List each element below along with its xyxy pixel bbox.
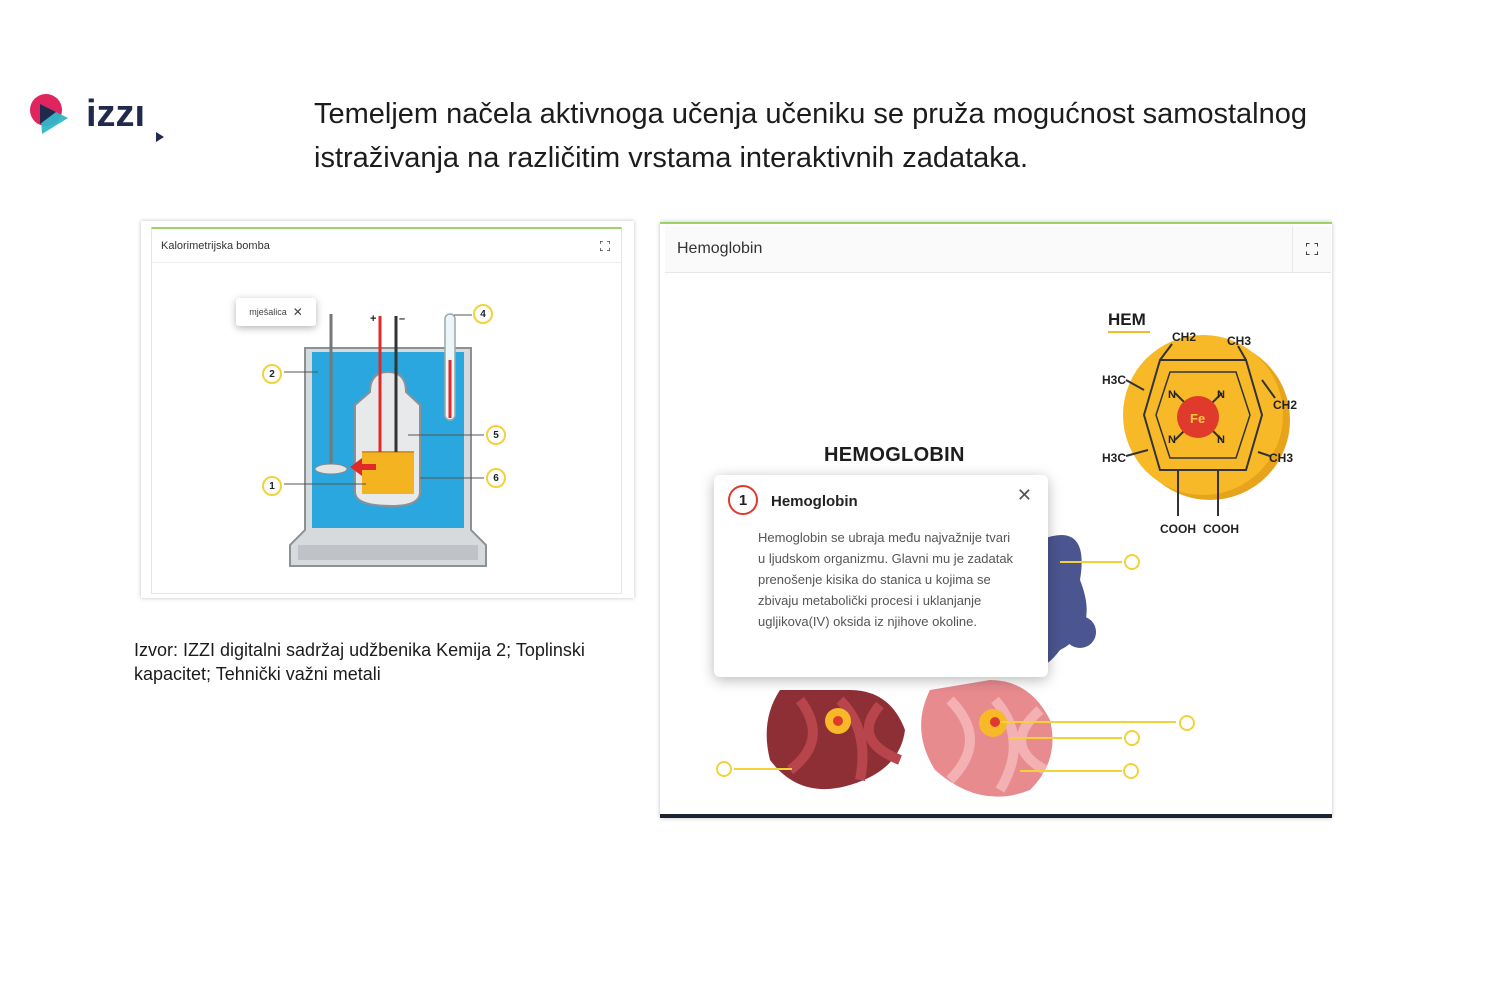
n-label: N bbox=[1217, 389, 1225, 401]
hotspot[interactable] bbox=[716, 761, 732, 777]
group-label: H3C bbox=[1102, 373, 1126, 387]
marker-6[interactable]: 6 bbox=[486, 468, 506, 488]
popup-number-badge: 1 bbox=[728, 485, 758, 515]
iron-label: Fe bbox=[1190, 411, 1205, 426]
popup-text: Hemoglobin se ubraja među najvažnije tva… bbox=[758, 530, 1014, 629]
marker-1[interactable]: 1 bbox=[262, 476, 282, 496]
heme-title: HEM bbox=[1108, 310, 1146, 329]
hotspot[interactable] bbox=[1124, 730, 1140, 746]
mixer-tooltip-label: mješalica bbox=[249, 307, 287, 317]
info-popup: 1 Hemoglobin ✕ Hemoglobin se ubraja među… bbox=[714, 475, 1048, 677]
headline: Temeljem načela aktivnoga učenja učeniku… bbox=[314, 98, 1308, 174]
n-label: N bbox=[1217, 434, 1225, 446]
mixer-tooltip[interactable]: mješalica ✕ bbox=[236, 298, 316, 326]
marker-4[interactable]: 4 bbox=[473, 304, 493, 324]
plus-sign: + bbox=[370, 313, 376, 325]
iron-center bbox=[1177, 396, 1219, 438]
hotspot[interactable] bbox=[1123, 763, 1139, 779]
group-label: CH3 bbox=[1227, 334, 1251, 348]
marker-2[interactable]: 2 bbox=[262, 364, 282, 384]
izzi-logo: izzı bbox=[28, 88, 178, 144]
hotspot[interactable] bbox=[1179, 715, 1195, 731]
group-label: H3C bbox=[1102, 451, 1126, 465]
calorimeter-panel-header: Kalorimetrijska bomba bbox=[152, 229, 621, 263]
calorimeter-panel-title: Kalorimetrijska bomba bbox=[161, 239, 270, 252]
minus-sign: – bbox=[399, 313, 405, 325]
popup-title: Hemoglobin bbox=[771, 493, 858, 510]
fullscreen-icon[interactable] bbox=[1292, 226, 1331, 272]
logo-mark: izzı bbox=[30, 93, 164, 142]
group-label: COOH bbox=[1203, 522, 1239, 536]
hemoglobin-panel-header: Hemoglobin bbox=[665, 226, 1331, 273]
source-caption: Izvor: IZZI digitalni sadržaj udžbenika … bbox=[134, 640, 585, 684]
close-icon[interactable]: ✕ bbox=[292, 305, 303, 319]
logo-text: izzı bbox=[86, 93, 145, 135]
hotspot[interactable] bbox=[1124, 554, 1140, 570]
marker-5[interactable]: 5 bbox=[486, 425, 506, 445]
group-label: CH3 bbox=[1269, 451, 1293, 465]
n-label: N bbox=[1168, 434, 1176, 446]
group-label: COOH bbox=[1160, 522, 1196, 536]
group-label: CH2 bbox=[1172, 330, 1196, 344]
group-label: CH2 bbox=[1273, 398, 1297, 412]
hemoglobin-title: HEMOGLOBIN bbox=[824, 444, 965, 466]
sample-cup bbox=[362, 452, 414, 494]
n-label: N bbox=[1168, 389, 1176, 401]
hemoglobin-panel-title: Hemoglobin bbox=[677, 240, 763, 257]
protein-chain-dark bbox=[766, 690, 905, 790]
heat-arrow bbox=[350, 458, 376, 476]
close-icon[interactable]: ✕ bbox=[1016, 485, 1032, 505]
